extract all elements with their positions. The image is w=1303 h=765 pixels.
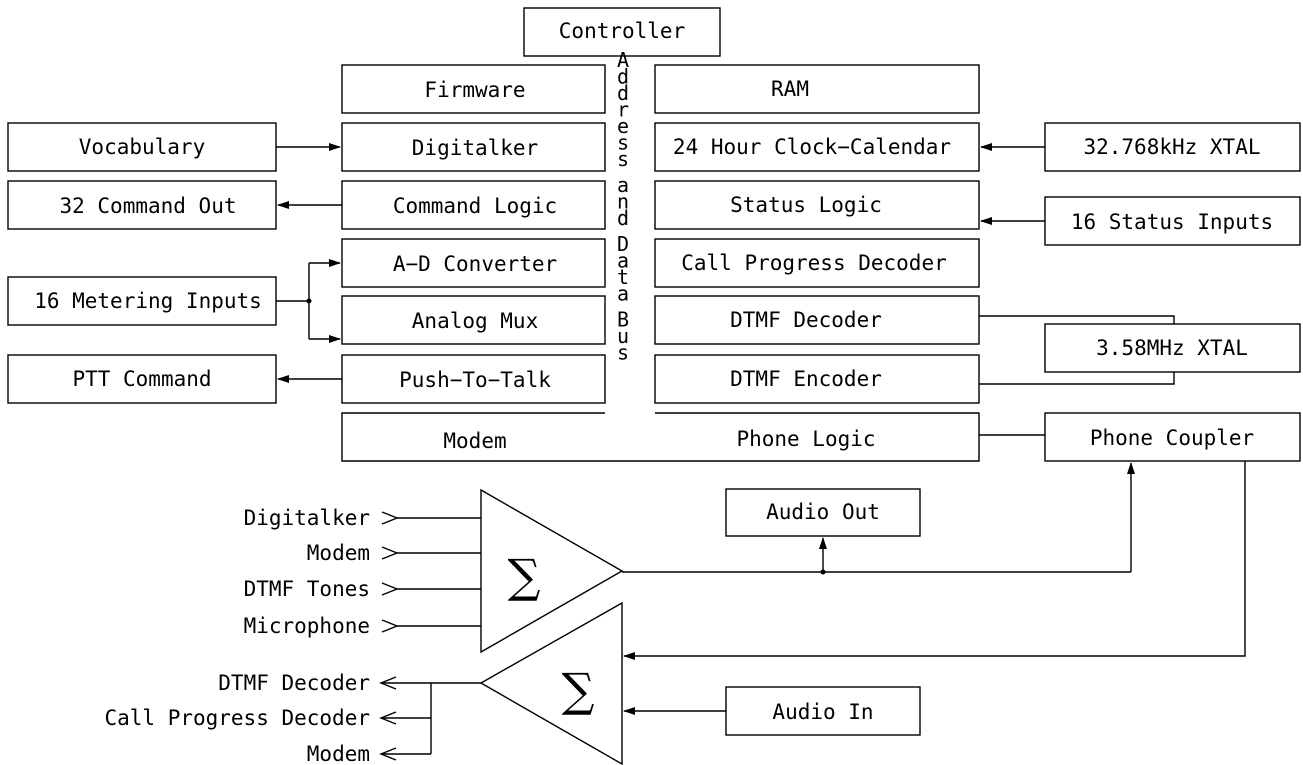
xtal-358-label: 3.58MHz XTAL — [1096, 336, 1248, 360]
call-progress-label: Call Progress Decoder — [681, 251, 947, 275]
dtmf-encoder-label: DTMF Encoder — [730, 367, 882, 391]
audio-in-label: Audio In — [772, 700, 873, 724]
ptt-block: Push−To−Talk — [341, 354, 606, 404]
firmware-block: Firmware — [341, 64, 606, 114]
xtal-358-block: 3.58MHz XTAL — [1044, 323, 1301, 373]
ram-label: RAM — [771, 77, 809, 101]
ptt-command-block: PTT Command — [7, 354, 277, 404]
mixer-input-label: Modem — [307, 541, 370, 565]
vocabulary-label: Vocabulary — [79, 135, 205, 159]
clock-block: 24 Hour Clock−Calendar — [654, 122, 980, 172]
dtmf-encoder-block: DTMF Encoder — [654, 354, 980, 404]
receive-input-wiring — [623, 461, 1246, 715]
audio-out-label: Audio Out — [766, 500, 880, 524]
modem-label: Modem — [443, 429, 506, 453]
ram-block: RAM — [654, 64, 980, 114]
chevron-right-icon — [381, 619, 399, 633]
phone-coupler-block: Phone Coupler — [1044, 412, 1301, 462]
chevron-right-icon — [381, 546, 399, 560]
command-logic-block: Command Logic — [341, 180, 606, 230]
metering-inputs-label: 16 Metering Inputs — [34, 289, 262, 313]
dtmf-decoder-label: DTMF Decoder — [730, 308, 882, 332]
receive-output-label: Modem — [307, 742, 370, 765]
modem-phone-logic-block: Modem Phone Logic — [341, 412, 980, 462]
ptt-label: Push−To−Talk — [399, 368, 551, 392]
metering-split — [276, 259, 341, 343]
clock-label: 24 Hour Clock−Calendar — [673, 135, 951, 159]
phone-coupler-label: Phone Coupler — [1090, 426, 1254, 450]
transmit-sigma: ∑ — [508, 549, 541, 603]
adc-block: A−D Converter — [341, 238, 606, 288]
controller-block: Controller — [523, 7, 721, 57]
xtal-32k-block: 32.768kHz XTAL — [1044, 122, 1301, 172]
receive-summer: ∑ — [479, 601, 623, 765]
call-progress-block: Call Progress Decoder — [654, 238, 980, 288]
chevron-right-icon — [381, 582, 399, 596]
receive-output-label: DTMF Decoder — [218, 671, 370, 695]
adc-label: A−D Converter — [393, 252, 557, 276]
command-out-block: 32 Command Out — [7, 180, 277, 230]
status-logic-block: Status Logic — [654, 180, 980, 230]
transmit-output-wiring — [622, 462, 1135, 575]
command-out-label: 32 Command Out — [59, 194, 236, 218]
status-inputs-block: 16 Status Inputs — [1044, 196, 1301, 246]
metering-inputs-block: 16 Metering Inputs — [7, 276, 277, 326]
digitalker-label: Digitalker — [412, 136, 538, 160]
vocabulary-block: Vocabulary — [7, 122, 277, 172]
command-logic-label: Command Logic — [393, 194, 557, 218]
digitalker-block: Digitalker — [341, 122, 606, 172]
receive-sigma: ∑ — [562, 663, 595, 717]
chevron-right-icon — [381, 511, 399, 525]
ptt-command-label: PTT Command — [72, 367, 211, 391]
transmit-summer: ∑ — [480, 488, 624, 654]
mixer-input-label: DTMF Tones — [244, 577, 370, 601]
receive-trunk-wire — [430, 682, 481, 754]
xtal-32k-label: 32.768kHz XTAL — [1083, 135, 1260, 159]
controller-label: Controller — [559, 19, 685, 43]
firmware-label: Firmware — [424, 78, 525, 102]
audio-out-block: Audio Out — [725, 488, 921, 537]
audio-in-block: Audio In — [725, 686, 921, 736]
analog-mux-label: Analog Mux — [412, 309, 538, 333]
mixer-input-label: Digitalker — [244, 506, 370, 530]
receive-output-label: Call Progress Decoder — [104, 706, 370, 730]
analog-mux-block: Analog Mux — [341, 295, 606, 345]
dtmf-decoder-block: DTMF Decoder — [654, 295, 980, 345]
status-inputs-label: 16 Status Inputs — [1071, 210, 1273, 234]
xtal-358-wiring — [979, 315, 1175, 385]
status-logic-label: Status Logic — [730, 193, 882, 217]
phone-logic-label: Phone Logic — [736, 427, 875, 451]
mixer-input-label: Microphone — [244, 614, 370, 638]
